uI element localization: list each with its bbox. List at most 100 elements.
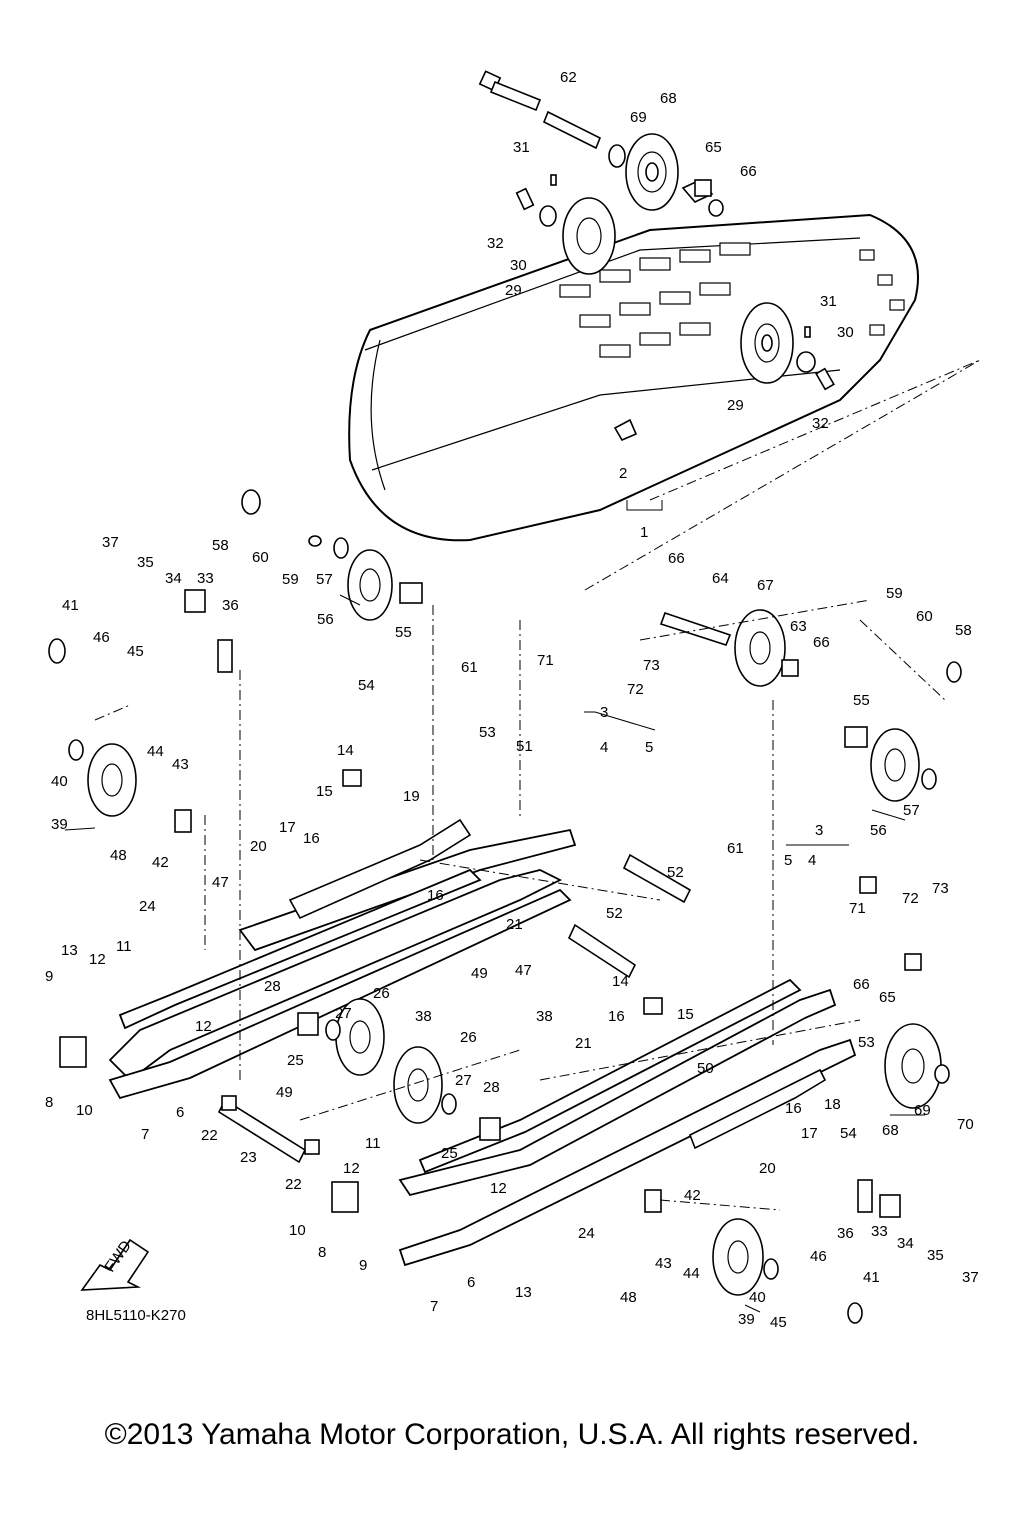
callout-61: 61 [461,659,478,676]
callout-8-b: 8 [318,1244,326,1261]
callout-16-d: 16 [785,1100,802,1117]
callout-63: 63 [790,618,807,635]
callout-47: 47 [212,874,229,891]
callout-24: 24 [139,898,156,915]
callout-12-c: 12 [343,1160,360,1177]
callout-55: 55 [395,624,412,641]
callout-34: 34 [165,570,182,587]
callout-62: 62 [560,69,577,86]
callout-53-b: 53 [858,1034,875,1051]
callout-60: 60 [252,549,269,566]
callout-48: 48 [110,847,127,864]
callout-73: 73 [643,657,660,674]
callout-43-b: 43 [655,1255,672,1272]
callout-56: 56 [317,611,334,628]
callout-8: 8 [45,1094,53,1111]
cross-shafts [217,611,732,1164]
dashed-leaders [94,359,981,1211]
callout-53: 53 [479,724,496,741]
track-lugs [559,242,905,358]
callout-29: 29 [505,282,522,299]
callout-72: 72 [627,681,644,698]
callout-52: 52 [667,864,684,881]
callout-20-b: 20 [759,1160,776,1177]
copyright-notice: ©2013 Yamaha Motor Corporation, U.S.A. A… [104,1418,920,1451]
callout-30-right: 30 [837,324,854,341]
callout-21-b: 21 [575,1035,592,1052]
callout-38-b: 38 [536,1008,553,1025]
callout-72-b: 72 [902,890,919,907]
callout-50: 50 [697,1060,714,1077]
callout-49: 49 [471,965,488,982]
callout-14: 14 [337,742,354,759]
callout-39: 39 [51,816,68,833]
callout-47-b: 47 [515,962,532,979]
callout-16-b: 16 [427,887,444,904]
callout-16: 16 [303,830,320,847]
callout-42: 42 [152,854,169,871]
callout-59: 59 [282,571,299,588]
callout-9-b: 9 [359,1257,367,1274]
callout-66-c: 66 [813,634,830,651]
callout-70: 70 [957,1116,974,1133]
callout-26-b: 26 [460,1029,477,1046]
callout-51: 51 [516,738,533,755]
callout-13-b: 13 [515,1284,532,1301]
callout-40-b: 40 [749,1289,766,1306]
callout-31-right: 31 [820,293,837,310]
callout-2: 2 [619,465,627,482]
callout-10: 10 [76,1102,93,1119]
callout-32-right: 32 [812,415,829,432]
callout-35-b: 35 [927,1247,944,1264]
callout-11: 11 [116,938,132,955]
idler-wheels [87,549,942,1296]
callout-37: 37 [102,534,119,551]
callout-20: 20 [250,838,267,855]
callout-57: 57 [316,571,333,588]
callout-55-b: 55 [853,692,870,709]
callout-46: 46 [93,629,110,646]
callout-22: 22 [201,1127,218,1144]
callout-7: 7 [141,1126,149,1143]
callout-42-b: 42 [684,1187,701,1204]
callout-65-b: 65 [879,989,896,1006]
callout-65: 65 [705,139,722,156]
callout-33-b: 33 [871,1223,888,1240]
callout-29-right: 29 [727,397,744,414]
callout-19: 19 [403,788,420,805]
callout-48-b: 48 [620,1289,637,1306]
callout-58: 58 [212,537,229,554]
callout-27: 27 [335,1005,352,1022]
callout-3-b: 3 [815,822,823,839]
callout-15: 15 [316,783,333,800]
callout-1: 1 [640,524,648,541]
callout-22-b: 22 [285,1176,302,1193]
callout-46-b: 46 [810,1248,827,1265]
callout-28-b: 28 [483,1079,500,1096]
callout-32: 32 [487,235,504,252]
callout-26: 26 [373,985,390,1002]
callout-5: 5 [645,739,653,756]
callout-39-b: 39 [738,1311,755,1328]
callout-31: 31 [513,139,530,156]
callout-68-b: 68 [882,1122,899,1139]
callout-61-b: 61 [727,840,744,857]
callout-58-b: 58 [955,622,972,639]
bracket-lines [64,500,925,1313]
callout-30: 30 [510,257,527,274]
callout-66-b: 66 [668,550,685,567]
callout-6: 6 [176,1104,184,1121]
callout-24-b: 24 [578,1225,595,1242]
callout-60-b: 60 [916,608,933,625]
callout-10-b: 10 [289,1222,306,1239]
left-slide-rail [108,818,577,1100]
callout-4: 4 [600,739,608,756]
callout-18: 18 [824,1096,841,1113]
callout-57-b: 57 [903,802,920,819]
callout-28: 28 [264,978,281,995]
callout-45-b: 45 [770,1314,787,1331]
callout-13: 13 [61,942,78,959]
callout-27-b: 27 [455,1072,472,1089]
callout-14-b: 14 [612,973,629,990]
